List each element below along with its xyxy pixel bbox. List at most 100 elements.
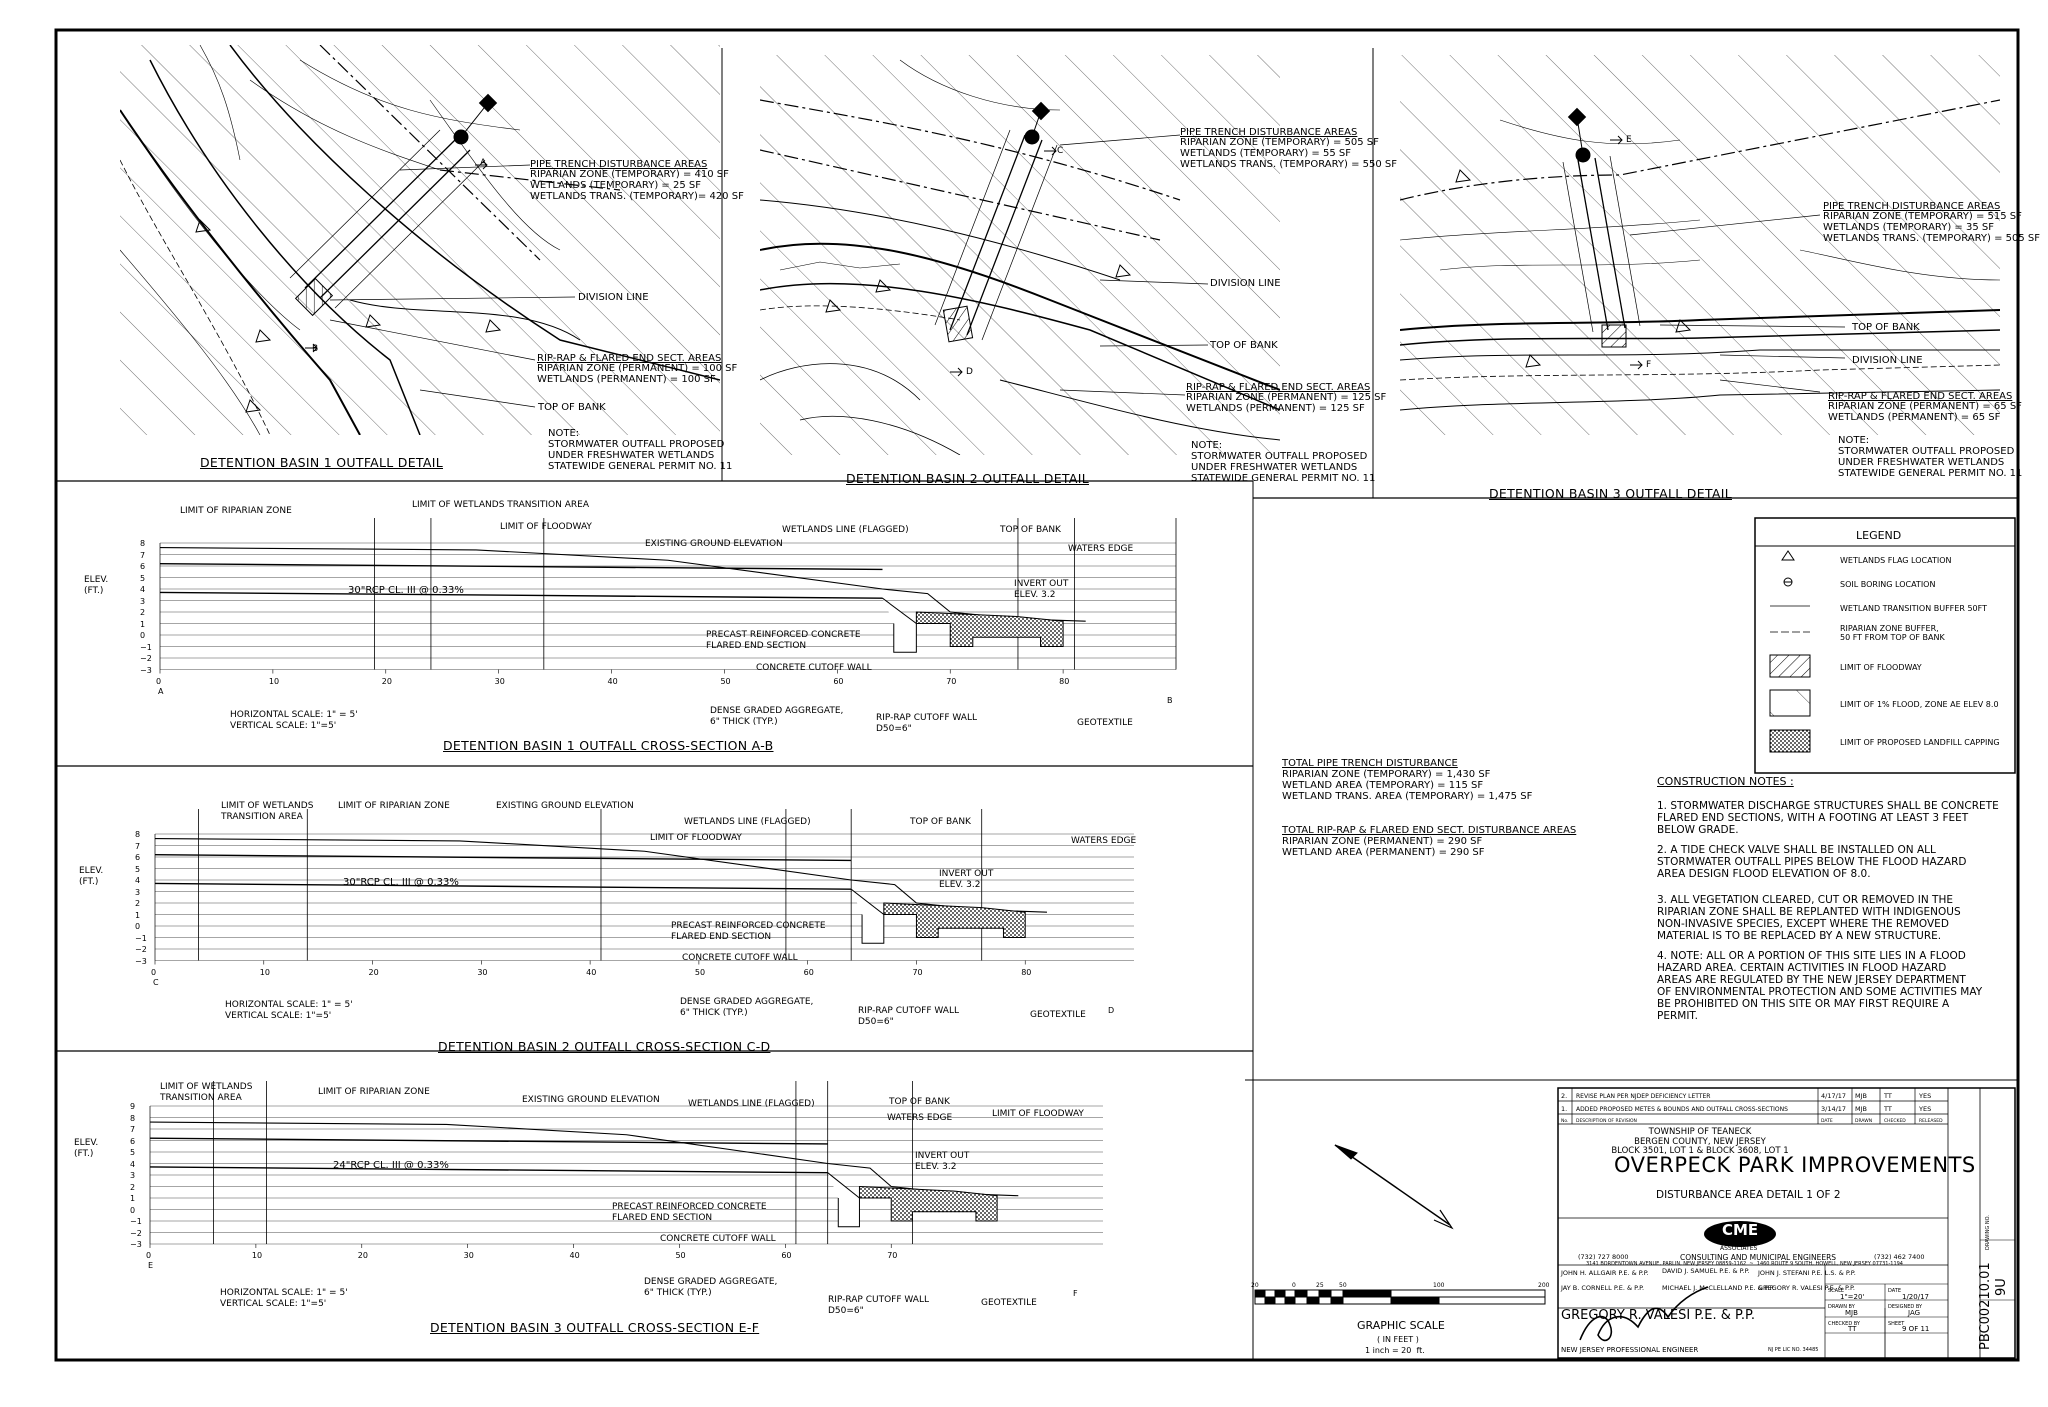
plan1-section-end: B: [312, 344, 319, 354]
riprap-apron: [915, 611, 1064, 647]
y-tick-label: −1: [140, 642, 152, 652]
section-label-wet_trans: LIMIT OF WETLANDS TRANSITION AREA: [221, 801, 314, 822]
y-tick-label: 7: [140, 550, 146, 560]
section-label-cutoff: CONCRETE CUTOFF WALL: [660, 1234, 776, 1244]
designed-value: JAG: [1908, 1309, 1921, 1317]
signature: [1579, 1286, 1709, 1342]
checked-value: TT: [1848, 1325, 1857, 1333]
section-start-letter: E: [148, 1261, 154, 1270]
x-tick-label: 10: [268, 676, 280, 686]
section-label-geotextile: GEOTEXTILE: [1077, 718, 1133, 728]
section-end-letter: B: [1167, 696, 1173, 705]
plan3-riprap-lines: RIPARIAN ZONE (PERMANENT) = 65 SF WETLAN…: [1828, 401, 2022, 423]
plan-basin-3: [1400, 55, 2000, 435]
y-tick-label: 4: [135, 876, 141, 885]
y-tick-label: 0: [140, 631, 146, 640]
y-tick-label: 3: [135, 887, 141, 897]
section-label-scale: HORIZONTAL SCALE: 1" = 5' VERTICAL SCALE…: [220, 1288, 348, 1309]
scale-tick-100: 100: [1433, 1282, 1445, 1289]
section-label-waters: WATERS EDGE: [1071, 836, 1137, 846]
x-tick-label: 20: [368, 967, 379, 977]
revision-cell: YES: [1919, 1092, 1932, 1100]
revision-cell: ADDED PROPOSED METES & BOUNDS AND OUTFAL…: [1576, 1106, 1788, 1113]
scale-value: 1"=20': [1840, 1293, 1865, 1301]
revision-cell: 3/14/17: [1821, 1105, 1847, 1113]
y-tick-label: 2: [135, 899, 141, 908]
revision-header: DESCRIPTION OF REVISION: [1576, 1119, 1637, 1124]
elevation-axis-label: ELEV. (FT.): [79, 866, 104, 887]
designed-label: DESIGNED BY: [1888, 1304, 1923, 1310]
existing-ground-line: [159, 547, 1086, 622]
y-tick-label: 2: [130, 1182, 136, 1192]
x-tick-label: 80: [1059, 676, 1070, 686]
section-label-waters: WATERS EDGE: [887, 1113, 953, 1123]
flared-end-section: [827, 1172, 860, 1228]
legend-item-soil-boring: SOIL BORING LOCATION: [1840, 580, 1936, 589]
firm-logo-sub: ASSOCIATES: [1720, 1245, 1758, 1252]
revision-cell: REVISE PLAN PER NJDEP DEFICIENCY LETTER: [1576, 1093, 1711, 1100]
plan-basin-1: [120, 45, 720, 435]
y-tick-label: 5: [135, 864, 141, 874]
y-tick-label: 2: [140, 608, 146, 617]
firm-name: CONSULTING AND MUNICIPAL ENGINEERS: [1680, 1253, 1837, 1262]
x-tick-label: 40: [569, 1251, 580, 1260]
plan2-section-start: C: [1057, 146, 1064, 156]
legend-item-riparian-buffer: RIPARIAN ZONE BUFFER, 50 FT FROM TOP OF …: [1840, 624, 1945, 642]
legend-item-landfill-capping: LIMIT OF PROPOSED LANDFILL CAPPING: [1840, 738, 2000, 747]
plan3-note: NOTE: STORMWATER OUTFALL PROPOSED UNDER …: [1838, 435, 2023, 479]
revision-cell: TT: [1884, 1105, 1892, 1113]
section-label-wet_line: WETLANDS LINE (FLAGGED): [684, 817, 811, 827]
scale-title: GRAPHIC SCALE: [1357, 1319, 1445, 1332]
sheet-value: 9 OF 11: [1902, 1325, 1930, 1333]
section-label-geotextile: GEOTEXTILE: [981, 1298, 1037, 1308]
revision-header: CHECKED: [1884, 1119, 1906, 1124]
scale-tick-50: 50: [1339, 1282, 1347, 1289]
section-label-wet_line: WETLANDS LINE (FLAGGED): [782, 525, 909, 535]
elevation-axis-label: ELEV. (FT.): [74, 1138, 99, 1159]
engineer-2: DAVID J. SAMUEL P.E. & P.P.: [1662, 1267, 1750, 1275]
plan2-top-of-bank: TOP OF BANK: [1210, 340, 1278, 351]
section-label-top_bank: TOP OF BANK: [889, 1097, 950, 1107]
pipe-crown: [149, 1166, 828, 1174]
section-label-riparian: LIMIT OF RIPARIAN ZONE: [180, 506, 292, 516]
legend-item-flood-zone: LIMIT OF 1% FLOOD, ZONE AE ELEV 8.0: [1840, 700, 1999, 709]
plan3-pipe-heading: PIPE TRENCH DISTURBANCE AREAS: [1823, 201, 2001, 212]
construction-note-4: 4. NOTE: ALL OR A PORTION OF THIS SITE L…: [1657, 950, 1983, 1022]
section-label-cutoff: CONCRETE CUTOFF WALL: [756, 663, 872, 673]
scale-ratio: 1 inch = 20 ft.: [1365, 1346, 1425, 1355]
x-tick-label: 10: [251, 1251, 263, 1260]
section-label-pipe: 24"RCP CL. III @ 0.33%: [333, 1160, 449, 1171]
scale-tick-200: 200: [1538, 1282, 1550, 1289]
date-value: 1/20/17: [1902, 1293, 1929, 1301]
section-label-riprap_wall: RIP-RAP CUTOFF WALL D50=6": [858, 1006, 959, 1027]
revision-header: RELEASED: [1919, 1119, 1943, 1124]
engineer-4: JAY B. CORNELL P.E. & P.P.: [1561, 1284, 1645, 1292]
plan3-top-of-bank: TOP OF BANK: [1852, 322, 1920, 333]
pipe-invert: [154, 854, 852, 862]
plan2-division-line: DIVISION LINE: [1210, 278, 1281, 289]
legend-title: LEGEND: [1856, 529, 1902, 542]
section-label-aggregate: DENSE GRADED AGGREGATE, 6" THICK (TYP.): [644, 1277, 778, 1298]
revision-cell: MJB: [1855, 1092, 1867, 1100]
plan1-section-start: A: [480, 158, 487, 168]
legend-box: [1754, 517, 2016, 774]
scale-unit: ( IN FEET ): [1377, 1335, 1419, 1344]
title-block: [1557, 1087, 2016, 1359]
pipe-invert: [149, 1137, 828, 1145]
flared-end-section: [882, 597, 917, 653]
y-tick-label: 8: [140, 539, 146, 548]
construction-note-3: 3. ALL VEGETATION CLEARED, CUT OR REMOVE…: [1657, 894, 1961, 942]
section-label-top_bank: TOP OF BANK: [910, 817, 971, 827]
plan-basin-2: [760, 55, 1280, 455]
totals-riprap-heading: TOTAL RIP-RAP & FLARED END SECT. DISTURB…: [1282, 825, 1577, 836]
firm-address: 3141 BORDENTOWN AVENUE, PARLIN, NEW JERS…: [1586, 1261, 1903, 1267]
plan1-note: NOTE: STORMWATER OUTFALL PROPOSED UNDER …: [548, 428, 733, 472]
x-tick-label: 50: [675, 1251, 686, 1260]
sheet-title: DISTURBANCE AREA DETAIL 1 OF 2: [1656, 1189, 1841, 1201]
y-tick-label: 9: [130, 1102, 136, 1111]
plan1-division-line: DIVISION LINE: [578, 292, 649, 303]
revision-cell: TT: [1884, 1092, 1892, 1100]
y-tick-label: 5: [140, 573, 146, 583]
y-tick-label: −2: [135, 945, 147, 954]
